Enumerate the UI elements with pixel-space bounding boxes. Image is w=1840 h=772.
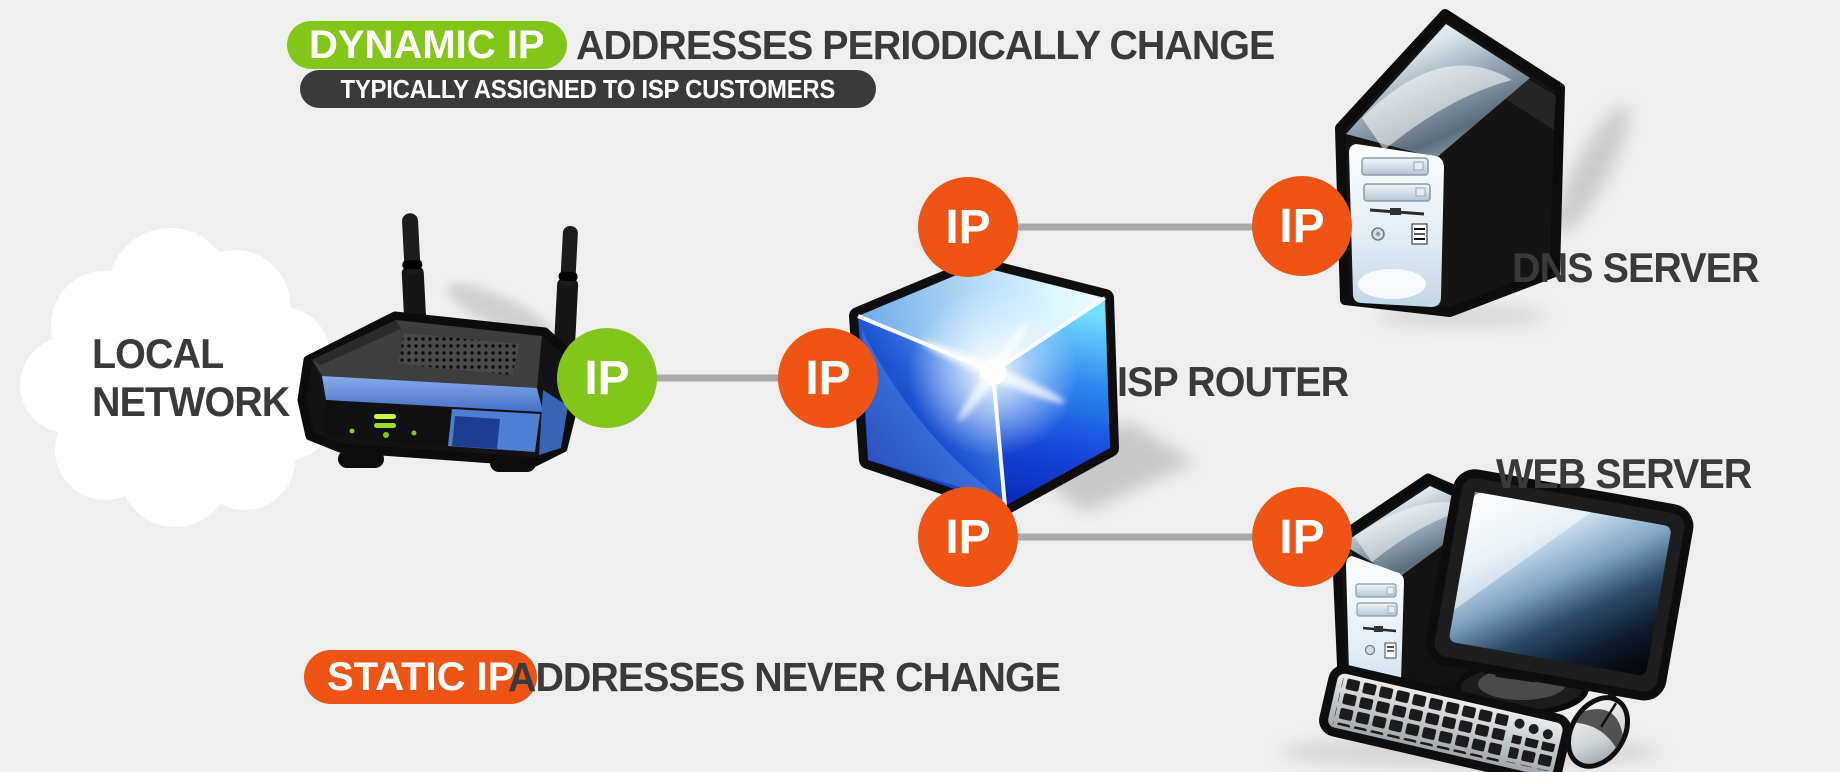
- isp-router-label: ISP ROUTER: [1117, 358, 1349, 405]
- static-ip-pill-label: STATIC IP: [327, 654, 515, 699]
- dns-drive-bays: [1361, 157, 1431, 202]
- footer-title: ADDRESSES NEVER CHANGE: [508, 654, 1061, 700]
- web-server-label: WEB SERVER: [1496, 450, 1752, 497]
- local-network-cloud: [20, 228, 333, 527]
- local-network-label-line2: NETWORK: [92, 378, 290, 425]
- web-server-illustration: [1280, 469, 1694, 772]
- isp-router-cube: [849, 257, 1195, 515]
- router-side-wedge: [539, 390, 568, 455]
- ip-badge-local-router: IP: [557, 328, 657, 428]
- ip-badge-label: IP: [1279, 199, 1325, 253]
- header-title: ADDRESSES PERIODICALLY CHANGE: [576, 22, 1275, 68]
- router-antenna-right: [554, 226, 579, 351]
- dns-server-illustration: [1335, 9, 1629, 327]
- dns-server-label: DNS SERVER: [1512, 244, 1760, 291]
- local-network-label: LOCAL NETWORK: [92, 330, 302, 426]
- header-subtitle-pill: TYPICALLY ASSIGNED TO ISP CUSTOMERS: [300, 70, 876, 108]
- dns-sticker: [1411, 223, 1428, 245]
- router-illustration: [297, 213, 580, 472]
- ip-badge-label: IP: [1279, 510, 1325, 564]
- local-network-label-line1: LOCAL: [92, 330, 224, 377]
- router-blue-strip: [322, 376, 543, 412]
- ip-badge-dns-server: IP: [1252, 176, 1352, 276]
- ip-badge-label: IP: [584, 351, 630, 405]
- header-subtitle-label: TYPICALLY ASSIGNED TO ISP CUSTOMERS: [340, 73, 836, 104]
- cube-shadow: [1040, 420, 1195, 512]
- keyboard: [1319, 664, 1572, 772]
- dynamic-ip-pill-label: DYNAMIC IP: [309, 22, 545, 67]
- ip-badge-isp-south: IP: [918, 487, 1018, 587]
- ip-badge-label: IP: [805, 351, 851, 405]
- ip-badge-isp-north: IP: [918, 177, 1018, 277]
- ip-badge-label: IP: [945, 200, 991, 254]
- ip-badge-label: IP: [945, 510, 991, 564]
- ip-badge-isp-west: IP: [778, 328, 878, 428]
- dynamic-ip-pill: DYNAMIC IP: [287, 21, 567, 69]
- router-leds: [349, 414, 417, 438]
- mouse: [1565, 695, 1631, 769]
- static-ip-pill: STATIC IP: [304, 650, 538, 704]
- ip-badge-web-server: IP: [1252, 487, 1352, 587]
- monitor: [1425, 469, 1694, 701]
